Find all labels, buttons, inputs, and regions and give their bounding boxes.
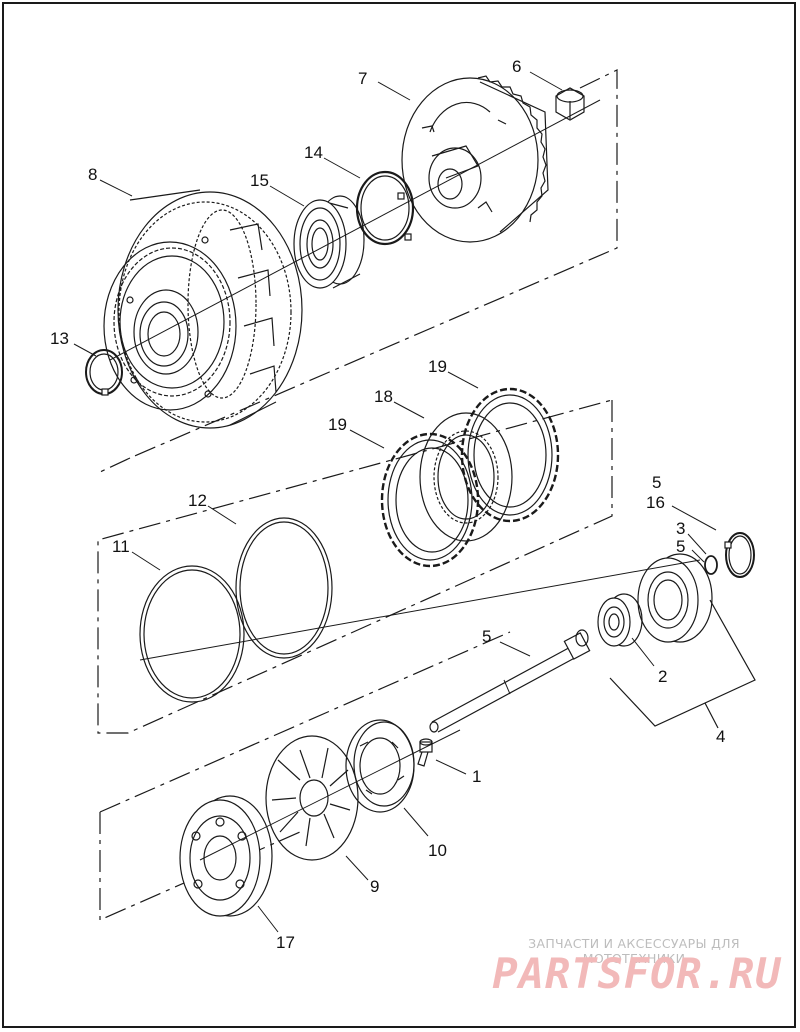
watermark-logo: PARTSFOR.RU xyxy=(492,949,782,998)
callout-8: 8 xyxy=(88,165,97,184)
part-friction-plate-front xyxy=(380,432,480,568)
callout-4: 4 xyxy=(716,727,725,746)
part-retaining-ring xyxy=(355,170,415,246)
part-clutch-cover xyxy=(179,795,273,917)
callout-labels: 7 6 14 15 8 13 19 18 19 12 11 5 16 3 5 5… xyxy=(50,57,725,952)
callout-13: 13 xyxy=(50,329,69,348)
part-release-plate xyxy=(637,553,713,643)
callout-11: 11 xyxy=(112,537,130,556)
callout-16: 16 xyxy=(646,493,665,512)
callout-5-top: 5 xyxy=(652,473,661,492)
callout-17: 17 xyxy=(276,933,295,952)
watermark-subtitle: ЗАПЧАСТИ И АКСЕССУАРЫ ДЛЯ МОТОТЕХНИКИ xyxy=(528,936,740,966)
part-o-ring-large xyxy=(235,517,333,659)
part-bearing xyxy=(293,195,365,289)
part-retaining-ring-right xyxy=(724,532,755,578)
part-nut xyxy=(555,87,585,121)
part-friction-plate-rear xyxy=(460,387,560,523)
callout-9: 9 xyxy=(370,877,379,896)
callout-1: 1 xyxy=(472,767,481,786)
part-snap-ring xyxy=(85,349,123,396)
callout-12: 12 xyxy=(188,491,207,510)
callout-3: 3 xyxy=(676,519,685,538)
callout-19-rear: 19 xyxy=(428,357,447,376)
part-small-ring xyxy=(704,555,718,575)
part-push-rod xyxy=(429,629,591,733)
assembly-outline xyxy=(97,69,618,921)
callout-15: 15 xyxy=(250,171,269,190)
part-throwout-bearing xyxy=(597,593,643,647)
callout-19-front: 19 xyxy=(328,415,347,434)
callout-5-rod: 5 xyxy=(482,627,491,646)
callout-5-mid: 5 xyxy=(676,537,685,556)
callout-6: 6 xyxy=(512,57,521,76)
leader-lines xyxy=(73,71,717,933)
callout-10: 10 xyxy=(428,841,447,860)
callout-2: 2 xyxy=(658,667,667,686)
part-pressure-plate xyxy=(345,719,415,813)
part-diaphragm-spring xyxy=(265,735,359,861)
center-axis xyxy=(109,99,701,861)
part-clutch-basket xyxy=(103,189,303,429)
part-screw xyxy=(417,738,433,767)
callout-14: 14 xyxy=(304,143,323,162)
group-bracket xyxy=(609,599,756,729)
callout-18: 18 xyxy=(374,387,393,406)
callout-7: 7 xyxy=(358,69,367,88)
part-o-ring-small xyxy=(139,565,245,703)
part-clutch-shell xyxy=(401,75,549,243)
